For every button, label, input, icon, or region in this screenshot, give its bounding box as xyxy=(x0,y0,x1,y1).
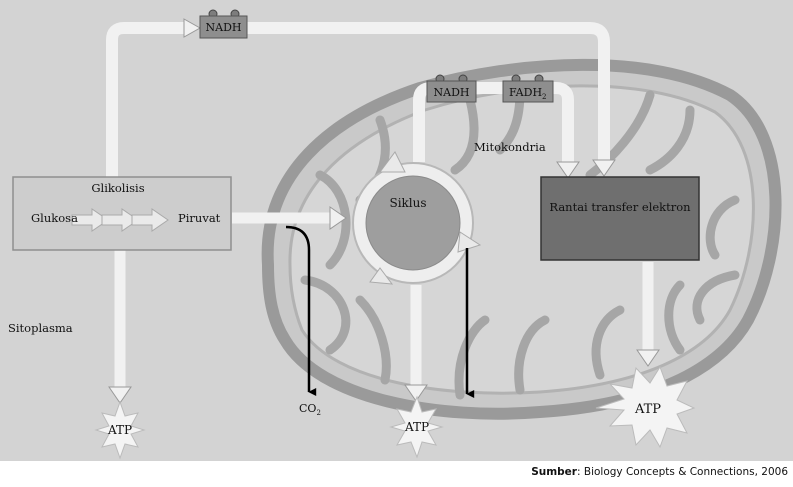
piruvat-label: Piruvat xyxy=(178,211,221,225)
fadh2-label: FADH2 xyxy=(509,86,547,101)
nadh-mito-label: NADH xyxy=(434,86,470,99)
mito-pipe xyxy=(413,82,580,179)
electron-transport-box xyxy=(540,176,700,261)
siklus-label: Siklus xyxy=(389,196,426,210)
krebs-cycle-core xyxy=(365,175,461,271)
nadh-top-label: NADH xyxy=(206,21,242,34)
co2-arrow xyxy=(285,225,317,396)
nadh-top-pipe xyxy=(106,18,616,178)
atp-burst-left xyxy=(94,400,146,460)
co2-label: CO2 xyxy=(299,402,321,417)
nadh-top-box xyxy=(199,9,248,39)
cycle-arrowhead-top xyxy=(379,151,406,173)
cycle-arrowhead-right xyxy=(457,231,482,253)
atp-left-label: ATP xyxy=(107,423,132,437)
atp-right-label: ATP xyxy=(634,402,661,417)
glycolysis-arrows xyxy=(71,208,169,232)
glukosa-label: Glukosa xyxy=(31,211,78,225)
source-prefix: Sumber xyxy=(531,466,577,478)
nadh-mito-box xyxy=(426,74,477,103)
rantai-label: Rantai transfer elektron xyxy=(549,200,691,214)
glikolisis-label: Glikolisis xyxy=(91,181,144,195)
sitoplasma-label: Sitoplasma xyxy=(8,321,73,335)
mitokondria-label: Mitokondria xyxy=(474,140,546,154)
pyruvate-arrow xyxy=(232,206,347,230)
atp-arrows xyxy=(108,250,660,404)
cycle-arrowhead-left xyxy=(369,267,394,285)
fadh2-box xyxy=(502,74,554,103)
atp-burst-mid xyxy=(389,395,444,459)
source-caption: Sumber: Biology Concepts & Connections, … xyxy=(470,466,788,478)
source-text: : Biology Concepts & Connections, 2006 xyxy=(576,466,788,478)
atp-burst-right xyxy=(595,365,696,449)
atp-mid-label: ATP xyxy=(404,420,429,434)
